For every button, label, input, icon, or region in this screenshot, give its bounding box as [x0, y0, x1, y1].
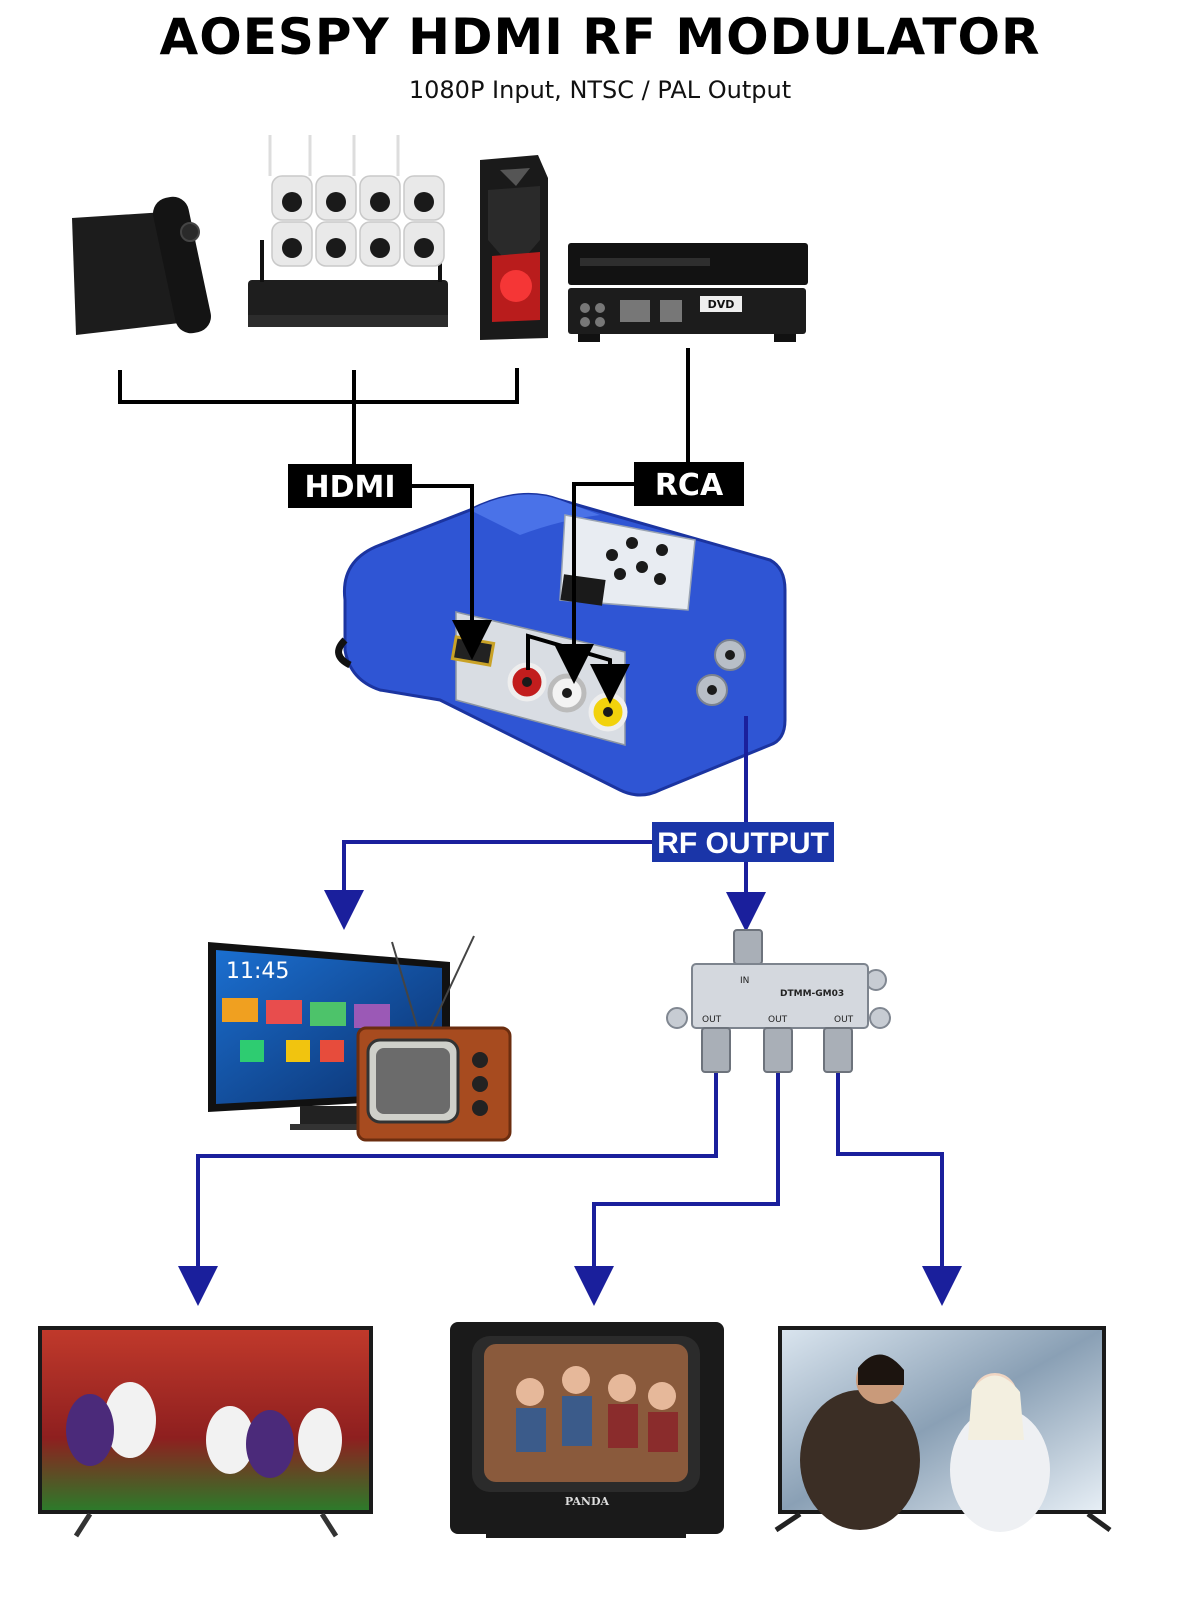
rf-output-lines: [178, 716, 962, 1306]
modulator-input-routing: [412, 482, 636, 704]
page-title: AOESPY HDMI RF MODULATOR: [159, 8, 1041, 66]
dvd-player: DVD: [568, 243, 808, 342]
page-subtitle: 1080P Input, NTSC / PAL Output: [408, 76, 792, 104]
svg-text:OUT: OUT: [768, 1015, 788, 1025]
svg-text:PANDA: PANDA: [565, 1495, 610, 1508]
svg-text:RF OUTPUT: RF OUTPUT: [657, 827, 829, 860]
cctv-camera-nvr-kit: [248, 135, 448, 327]
retro-crt-tv: [356, 935, 512, 1142]
rf-output-label: RF OUTPUT: [652, 822, 834, 862]
tv-box-with-remote: [72, 196, 211, 335]
svg-text:OUT: OUT: [834, 1015, 854, 1025]
svg-text:DVD: DVD: [708, 298, 735, 311]
svg-text:11:45: 11:45: [226, 959, 289, 984]
gaming-pc-tower: [480, 155, 548, 340]
svg-text:HDMI: HDMI: [304, 470, 395, 505]
tv-football: [38, 1326, 373, 1538]
crt-tv-panda: PANDA: [450, 1322, 724, 1538]
svg-text:RCA: RCA: [655, 468, 724, 503]
tv-winter-scene: [774, 1326, 1112, 1533]
svg-text:IN: IN: [740, 976, 749, 986]
rf-splitter: DTMM-GM03 IN OUT OUT OUT: [666, 929, 891, 1073]
svg-text:OUT: OUT: [702, 1015, 722, 1025]
source-connector-lines: [118, 348, 690, 466]
svg-text:DTMM-GM03: DTMM-GM03: [780, 989, 844, 999]
hdmi-label: HDMI: [288, 464, 412, 508]
rca-label: RCA: [634, 462, 744, 506]
